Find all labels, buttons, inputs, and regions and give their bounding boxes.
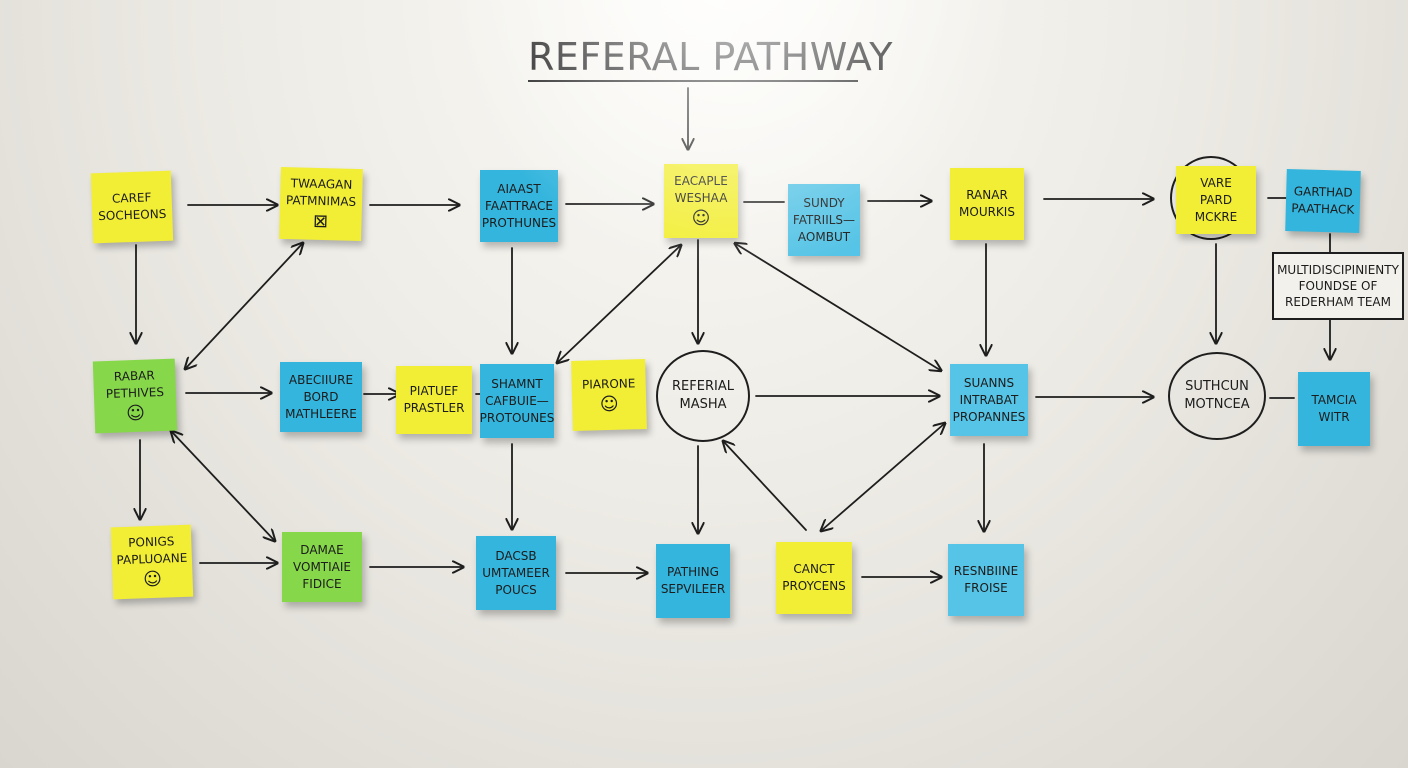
note-n9: RABAR PETHIVES ☺ bbox=[92, 358, 178, 434]
note-n10-line2: BORD bbox=[303, 389, 339, 404]
note-n10-line3: MATHLEERE bbox=[285, 406, 357, 421]
note-n1-line2: SOCHEONS bbox=[98, 206, 167, 224]
arrow-d6 bbox=[822, 424, 944, 530]
note-n13-line1: PIARONE bbox=[581, 375, 636, 392]
note-n6: RANAR MOURKIS bbox=[950, 168, 1024, 240]
note-n20: CANCT PROYCENS bbox=[776, 542, 852, 614]
note-n16: PONIGS PAPLUOANE ☺ bbox=[110, 524, 194, 600]
note-n14-line2: INTRABAT bbox=[959, 392, 1019, 407]
note-n1-line1: CAREF bbox=[111, 190, 152, 206]
note-n14-line1: SUANNS bbox=[963, 375, 1015, 390]
note-n7-line1: VARE bbox=[1200, 175, 1232, 190]
note-n6-line2: MOURKIS bbox=[959, 205, 1015, 219]
arrow-d1 bbox=[186, 244, 302, 368]
note-n7-line2: PARD bbox=[1199, 192, 1233, 207]
note-n17-line3: FIDICE bbox=[302, 576, 342, 591]
note-n15-line2: WITR bbox=[1318, 410, 1350, 424]
arrow-d5 bbox=[724, 442, 807, 531]
note-n2-line1: TWAAGAN bbox=[290, 176, 353, 192]
circle-c1: REFERIAL MASHA bbox=[656, 350, 750, 442]
note-n2: TWAAGAN PATMNIMAS ⊠ bbox=[279, 166, 363, 242]
note-n9-line2: PETHIVES bbox=[105, 384, 165, 402]
note-n17-line2: VOMTIAIE bbox=[293, 559, 351, 574]
note-n6-line1: RANAR bbox=[966, 188, 1008, 202]
circle-c1-line2: MASHA bbox=[679, 397, 727, 412]
note-n12: SHAMNT CAFBUIE— PROTOUNES bbox=[480, 364, 554, 438]
smiley-icon: ☺ bbox=[142, 568, 163, 591]
note-n3: AIAAST FAATTRACE PROTHUNES bbox=[480, 170, 558, 242]
note-n5-line1: SUNDY bbox=[803, 195, 845, 210]
team-box-line3: REDERHAM TEAM bbox=[1285, 295, 1391, 309]
note-n7: VARE PARD MCKRE bbox=[1176, 166, 1256, 234]
note-n12-line3: PROTOUNES bbox=[479, 410, 555, 425]
note-n20-line2: PROYCENS bbox=[782, 579, 846, 593]
diagram-title: REFERAL PATHWAY bbox=[528, 34, 892, 82]
arrow-d2 bbox=[558, 246, 680, 362]
note-n15-line1: TAMCIA bbox=[1311, 393, 1357, 407]
note-n14-line3: PROPANNES bbox=[952, 409, 1026, 424]
circle-c2-line2: MOTNCEA bbox=[1184, 397, 1250, 412]
note-n8-line1: GARTHAD bbox=[1293, 184, 1353, 200]
circle-c2-line1: SUTHCUN bbox=[1185, 379, 1249, 394]
note-n18-line3: POUCS bbox=[495, 582, 537, 597]
note-n3-line2: FAATTRACE bbox=[485, 198, 553, 213]
note-n20-line1: CANCT bbox=[793, 562, 835, 576]
envelope-icon: ⊠ bbox=[312, 210, 329, 233]
note-n7-line3: MCKRE bbox=[1194, 209, 1238, 224]
note-n8-line2: PAATHACK bbox=[1291, 201, 1355, 217]
note-n4: EACAPLE WESHAA ☺ bbox=[664, 164, 738, 238]
note-n10-line1: ABECIIURE bbox=[288, 372, 354, 387]
note-n11-line2: PRASTLER bbox=[403, 401, 465, 415]
note-n18: DACSB UMTAMEER POUCS bbox=[476, 536, 556, 610]
team-box-line2: FOUNDSE OF bbox=[1298, 279, 1378, 293]
smiley-icon: ☺ bbox=[599, 393, 619, 415]
note-n16-line1: PONIGS bbox=[128, 534, 175, 550]
note-n21-line2: FROISE bbox=[964, 581, 1008, 595]
note-n21: RESNBIINE FROISE bbox=[948, 544, 1024, 616]
note-n2-line2: PATMNIMAS bbox=[285, 193, 357, 209]
note-n9-line1: RABAR bbox=[113, 368, 155, 384]
note-n15: TAMCIA WITR bbox=[1298, 372, 1370, 446]
note-n11: PIATUEF PRASTLER bbox=[396, 366, 472, 434]
circle-c1-line1: REFERIAL bbox=[672, 379, 734, 394]
note-n21-line1: RESNBIINE bbox=[953, 564, 1019, 578]
note-n14: SUANNS INTRABAT PROPANNES bbox=[950, 364, 1028, 436]
note-n10: ABECIIURE BORD MATHLEERE bbox=[280, 362, 362, 432]
note-n17-line1: DAMAE bbox=[300, 542, 344, 557]
arrow-d3 bbox=[736, 244, 940, 370]
smiley-icon: ☺ bbox=[691, 208, 711, 229]
smiley-icon: ☺ bbox=[125, 402, 146, 425]
note-n5: SUNDY FATRIILS— AOMBUT bbox=[788, 184, 860, 256]
note-n12-line2: CAFBUIE— bbox=[485, 393, 549, 408]
note-n3-line3: PROTHUNES bbox=[481, 215, 557, 230]
circle-c2: SUTHCUN MOTNCEA bbox=[1168, 352, 1266, 440]
note-n19: PATHING SEPVILEER bbox=[656, 544, 730, 618]
note-n11-line1: PIATUEF bbox=[409, 384, 459, 398]
note-n13: PIARONE ☺ bbox=[571, 359, 647, 431]
note-n5-line3: AOMBUT bbox=[797, 229, 851, 244]
note-n17: DAMAE VOMTIAIE FIDICE bbox=[282, 532, 362, 602]
team-box-line1: MULTIDISCIPINIENTY bbox=[1277, 263, 1399, 277]
note-n4-line2: WESHAA bbox=[674, 191, 728, 205]
note-n16-line2: PAPLUOANE bbox=[116, 550, 188, 568]
note-n19-line2: SEPVILEER bbox=[660, 582, 726, 596]
note-n18-line2: UMTAMEER bbox=[482, 565, 550, 580]
note-n4-line1: EACAPLE bbox=[674, 174, 728, 188]
team-box: MULTIDISCIPINIENTY FOUNDSE OF REDERHAM T… bbox=[1272, 252, 1404, 320]
note-n12-line1: SHAMNT bbox=[491, 376, 543, 391]
arrow-d4 bbox=[172, 432, 274, 540]
note-n19-line1: PATHING bbox=[667, 565, 719, 579]
note-n8: GARTHAD PAATHACK bbox=[1285, 169, 1361, 233]
note-n5-line2: FATRIILS— bbox=[792, 212, 856, 227]
note-n1: CAREF SOCHEONS bbox=[90, 170, 174, 244]
note-n3-line1: AIAAST bbox=[497, 181, 541, 196]
note-n18-line1: DACSB bbox=[495, 548, 537, 563]
